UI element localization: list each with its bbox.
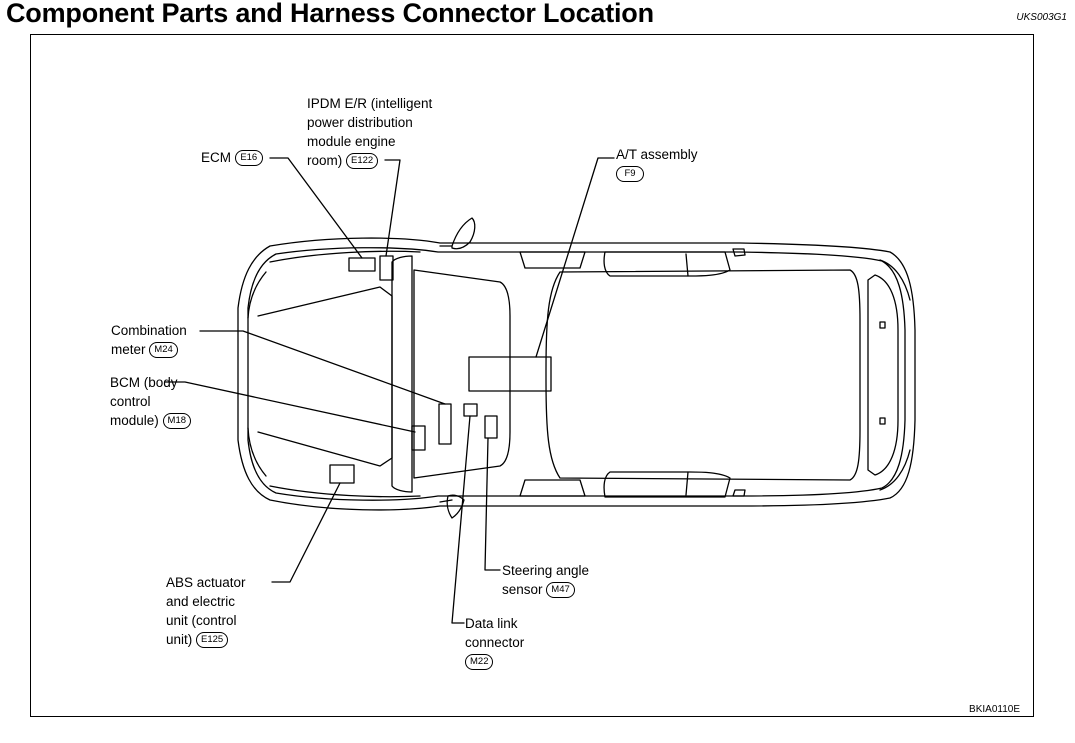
ipdm-label: IPDM E/R (intelligent power distribution… [307,96,433,170]
at-assembly-leader [535,157,615,358]
combination-meter-leader [199,330,446,405]
rail-lower-front [519,479,586,497]
connector-badge: E125 [196,632,229,649]
connector-badge: E16 [234,150,263,167]
rail-upper-left [603,251,731,277]
connector-badge: M18 [162,413,192,430]
rail-lower-left [603,471,731,498]
rail-upper-front [519,251,586,269]
connector-badge: E122 [346,153,379,170]
bcm-label: BCM (body control module) M18 [110,373,192,430]
ecm-box [348,257,376,272]
steering-angle-sensor-label: Steering angle sensor M47 [502,563,590,599]
ipdm-leader [384,159,401,257]
windshield-glass [413,269,511,479]
document-id: UKS003G1 [1016,12,1067,23]
page-title: Component Parts and Harness Connector Lo… [6,0,654,28]
rear-window [867,274,899,476]
windshield [391,255,413,493]
combination-meter-label: Combination meter M24 [111,323,187,359]
vehicle-body-outline [237,237,916,511]
mirror-lower [446,494,465,519]
data-link-connector-box [463,403,478,417]
combination-meter-box [438,403,452,445]
at-assembly-label: A/T assembly F9 [616,145,698,183]
bcm-box [411,425,426,451]
rear-lamp-lower [879,449,911,491]
hood-front-line [247,271,267,319]
ecm-label: ECM E16 [201,148,263,167]
ipdm-box [379,255,394,281]
abs-label: ABS actuator and electric unit (control … [166,575,246,649]
diagram-frame [30,34,1034,717]
steering-angle-sensor-leader [484,437,501,571]
mirror-upper [451,217,476,250]
connector-badge: F9 [616,166,644,183]
ecm-leader [269,157,363,259]
at-assembly-box [468,356,552,392]
hood-outline [257,286,393,467]
data-link-connector-label: Data link connector M22 [465,614,524,671]
roof-panel [545,269,861,481]
connector-badge: M22 [465,654,494,671]
abs-box [329,464,355,484]
rear-lamp-upper [879,259,911,301]
bcm-leader [164,381,416,433]
steering-angle-sensor-box [484,415,498,439]
connector-badge: M24 [149,342,178,359]
connector-badge: M47 [546,582,575,599]
figure-id: BKIA0110E [969,704,1020,715]
vehicle-body-inner-outline [247,247,906,501]
data-link-connector-leader [451,415,471,624]
hood-front-line-lower [247,427,267,477]
abs-leader [271,482,341,583]
